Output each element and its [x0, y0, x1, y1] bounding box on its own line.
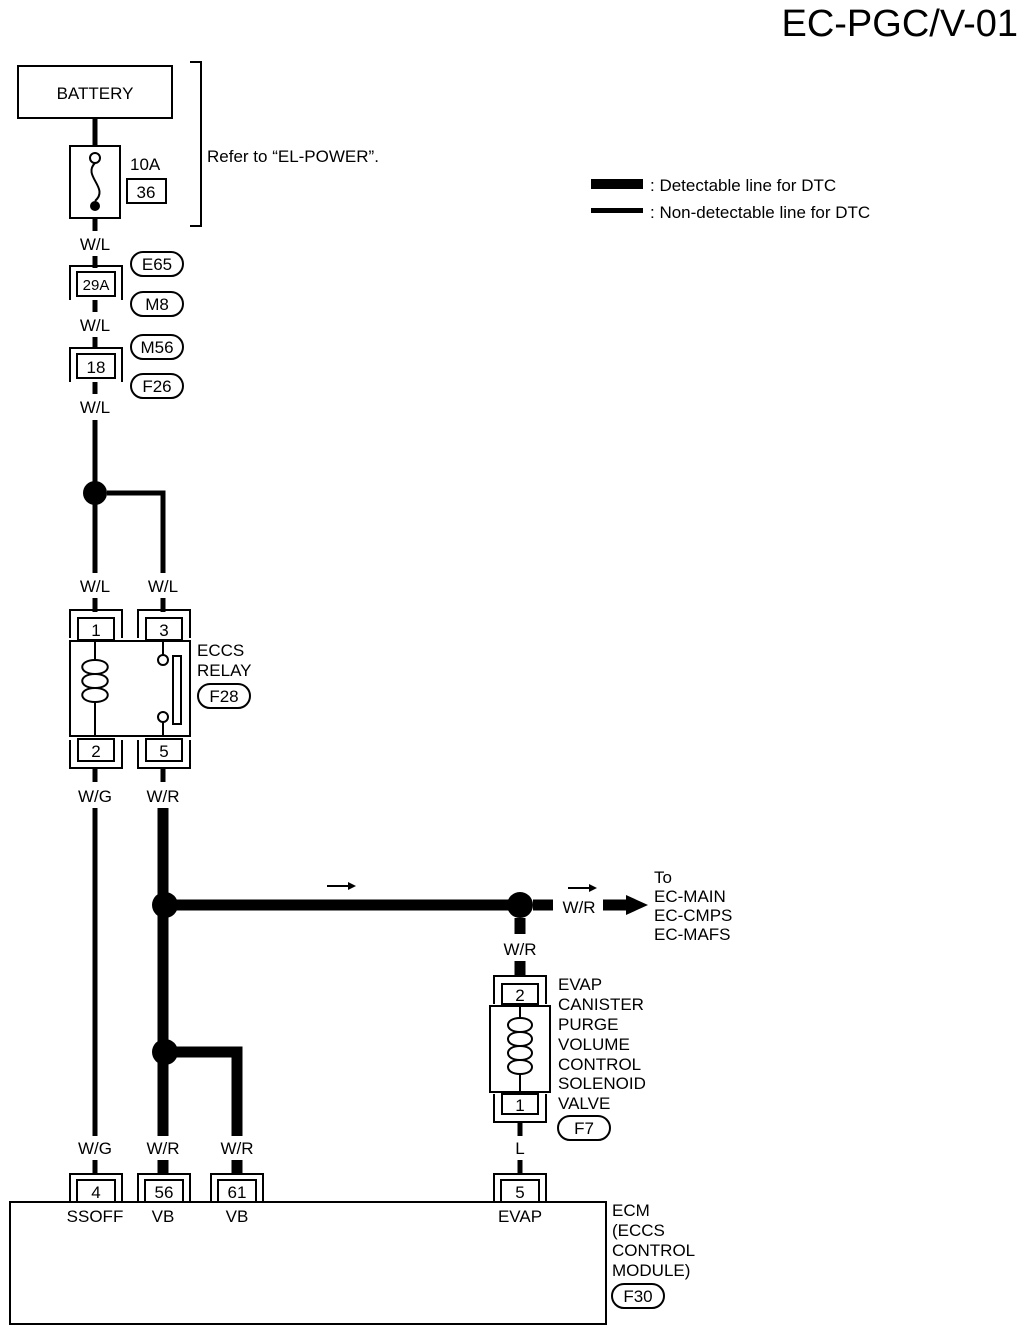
wire-label-wl5: W/L: [148, 577, 178, 596]
wire-label-wr-evap: W/R: [503, 940, 536, 959]
splice-wr-evap: [507, 892, 533, 918]
evap-name-line2: CANISTER: [558, 995, 644, 1014]
wire-label-wr-bottom2: W/R: [220, 1139, 253, 1158]
wire-label-wl1: W/L: [80, 235, 110, 254]
connector-f26: F26: [142, 377, 171, 396]
evap-name-line5: CONTROL: [558, 1055, 641, 1074]
arrow-to-ec-main: [626, 895, 648, 915]
svg-text:1: 1: [515, 1096, 524, 1115]
evap-purge-valve: 2 1: [489, 975, 551, 1123]
wire-label-wr-bottom1: W/R: [146, 1139, 179, 1158]
eccs-relay: 1 3 2 5: [69, 609, 191, 769]
fuse-number-box: [126, 178, 167, 204]
ecm-name-line1: ECM: [612, 1201, 650, 1220]
relay-connector: F28: [209, 687, 238, 706]
wire-label-wr-out: W/R: [562, 898, 595, 917]
fuse-rating: 10A: [130, 155, 161, 174]
page-id: EC-PGC/V-01: [781, 3, 1018, 45]
evap-connector: F7: [574, 1119, 594, 1138]
svg-text:18: 18: [87, 358, 106, 377]
evap-name-line6: SOLENOID: [558, 1074, 646, 1093]
evap-name-line3: PURGE: [558, 1015, 618, 1034]
ecm-connector: F30: [623, 1287, 652, 1306]
ecm-pin-61-label: VB: [226, 1207, 249, 1226]
ecm-pin-4: 4: [91, 1183, 100, 1202]
to-ec-main: EC-MAIN: [654, 887, 726, 906]
wire-label-wl4: W/L: [80, 577, 110, 596]
evap-name-line7: VALVE: [558, 1094, 610, 1113]
evap-name-line4: VOLUME: [558, 1035, 630, 1054]
connector-e65: E65: [142, 255, 172, 274]
direction-arrow-1: [348, 882, 356, 890]
to-label: To: [654, 868, 672, 887]
wire-label-wg-bottom: W/G: [78, 1139, 112, 1158]
legend-non-detectable: : Non-detectable line for DTC: [650, 203, 870, 222]
evap-connector-tag: [557, 1115, 611, 1141]
connector-e65-tag: [130, 251, 184, 277]
wire-label-wg-top: W/G: [78, 787, 112, 806]
connector-m8-tag: [130, 291, 184, 317]
ecm-connector-tag: [611, 1283, 665, 1309]
connector-m8: M8: [145, 295, 169, 314]
legend-non-detectable-swatch: [591, 208, 643, 213]
ecm-pin-4-label: SSOFF: [67, 1207, 124, 1226]
svg-text:2: 2: [515, 986, 524, 1005]
svg-text:29A: 29A: [83, 277, 110, 294]
ecm-name-line4: MODULE): [612, 1261, 690, 1280]
connector-m56-tag: [130, 334, 184, 360]
legend-detectable: : Detectable line for DTC: [650, 176, 836, 195]
battery-label: BATTERY: [57, 84, 134, 103]
svg-text:1: 1: [91, 621, 100, 640]
power-note: Refer to “EL-POWER”.: [207, 147, 379, 166]
battery: BATTERY: [17, 65, 173, 119]
wire-label-wl2: W/L: [80, 316, 110, 335]
svg-text:2: 2: [91, 742, 100, 761]
legend-detectable-swatch: [591, 179, 643, 189]
ecm-name-line3: CONTROL: [612, 1241, 695, 1260]
connector-f26-tag: [130, 373, 184, 399]
fuse-number: 36: [137, 183, 156, 202]
ecm-module: 4 56 61 5: [9, 1173, 607, 1325]
direction-arrow-2: [589, 884, 597, 892]
relay-name-line1: ECCS: [197, 641, 244, 660]
connector-29a: 29A: [69, 265, 123, 300]
legend: : Detectable line for DTC : Non-detectab…: [591, 176, 870, 222]
ecm-pin-56: 56: [155, 1183, 174, 1202]
power-bracket: [190, 61, 202, 227]
evap-name-line1: EVAP: [558, 975, 602, 994]
connector-m56: M56: [140, 338, 173, 357]
ecm-name-line2: (ECCS: [612, 1221, 665, 1240]
splice-wl: [83, 481, 107, 505]
relay-name-line2: RELAY: [197, 661, 252, 680]
svg-text:5: 5: [159, 742, 168, 761]
wire-label-wl3: W/L: [80, 398, 110, 417]
ecm-pin-56-label: VB: [152, 1207, 175, 1226]
fuse: [69, 145, 121, 219]
to-ec-mafs: EC-MAFS: [654, 925, 731, 944]
wire-label-l-evap: L: [515, 1139, 524, 1158]
wire-label-wr-top: W/R: [146, 787, 179, 806]
relay-connector-tag: [197, 683, 251, 709]
connector-18: 18: [69, 347, 123, 382]
svg-text:3: 3: [159, 621, 168, 640]
ecm-pin-61: 61: [228, 1183, 247, 1202]
ecm-pin-5-label: EVAP: [498, 1207, 542, 1226]
ecm-pin-5: 5: [515, 1183, 524, 1202]
to-ec-cmps: EC-CMPS: [654, 906, 732, 925]
